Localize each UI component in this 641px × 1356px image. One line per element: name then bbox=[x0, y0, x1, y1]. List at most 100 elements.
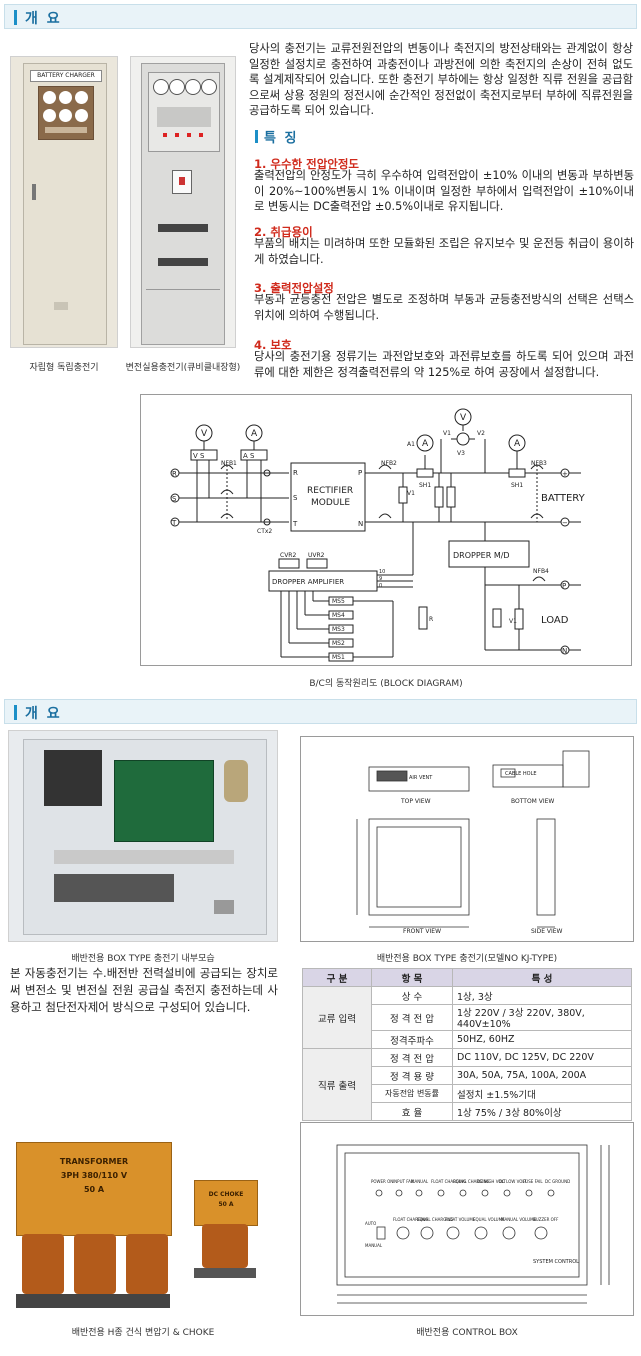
spec-row: 직류 출력 정 격 전 압 DC 110V, DC 125V, DC 220V bbox=[302, 1048, 632, 1121]
dg-v2: V2 bbox=[477, 430, 485, 437]
spec-item: 상 수 bbox=[371, 986, 453, 1005]
dg-a: A bbox=[251, 429, 258, 439]
feature-1-title: 1. 우수한 전압안정도 bbox=[254, 157, 360, 171]
dg-plus: + bbox=[562, 470, 568, 478]
dg-v1b: V1 bbox=[443, 430, 451, 437]
transformer-caption: 배반전용 H종 건식 변압기 & CHOKE bbox=[71, 1328, 215, 1338]
mounting-plate bbox=[23, 739, 267, 935]
choke-base bbox=[194, 1268, 256, 1278]
spec-item: 자동전압 변동률 bbox=[371, 1084, 453, 1103]
control-pcb bbox=[114, 760, 214, 842]
dg-minus: − bbox=[562, 519, 568, 527]
spec-value: 1상 220V / 3상 220V, 380V, 440V±10% bbox=[452, 1004, 632, 1031]
dg-a1: A1 bbox=[407, 441, 415, 448]
spec-row: 교류 입력 상 수 1상, 3상 bbox=[302, 986, 632, 1049]
cb-top-0: POWER ON bbox=[371, 1179, 393, 1184]
dg-a1-icon: A bbox=[422, 439, 429, 449]
terminal-block bbox=[54, 874, 174, 902]
box-type-drawing: AIR VENT TOP VIEW CABLE HOLE BOTTOM VIEW… bbox=[300, 736, 634, 942]
cb-btn-5: BUZZER OFF bbox=[533, 1217, 559, 1222]
spec-header-row: 구 분 항 목 특 성 bbox=[302, 968, 632, 987]
dg-v3-icon: V bbox=[460, 413, 467, 423]
dg-ms5: MS5 bbox=[332, 598, 345, 605]
box-photo-caption: 배반전용 BOX TYPE 충전기 내부모습 bbox=[71, 954, 215, 964]
dg-uvr2: UVR2 bbox=[308, 552, 325, 559]
cb-mode-auto: AUTO bbox=[365, 1221, 376, 1226]
spec-value: 30A, 50A, 75A, 100A, 200A bbox=[452, 1066, 632, 1085]
dg-ms3: MS3 bbox=[332, 626, 345, 633]
header-accent-bar bbox=[14, 705, 17, 720]
dg-v: V bbox=[201, 429, 208, 439]
spec-header-item: 항 목 bbox=[371, 968, 453, 987]
cb-mode-manual: MANUAL bbox=[365, 1243, 383, 1248]
feature-3-text: 부동과 균등충전 전압은 별도로 조정하며 부동과 균등충전방식의 선택은 선택… bbox=[254, 293, 634, 322]
dg-t0: 0 bbox=[379, 583, 382, 589]
box-type-description: 본 자동충전기는 수.배전반 전력설비에 공급되는 장치로써 변전소 및 변전실… bbox=[10, 966, 278, 1014]
cubicle-body bbox=[141, 63, 225, 345]
cb-top-8: DC GROUND bbox=[545, 1179, 570, 1184]
choke-label-2: 50 A bbox=[218, 1201, 234, 1208]
transformer-label-3: 50 A bbox=[83, 1185, 105, 1194]
cb-btn-1: EQUAL CHARGING bbox=[417, 1217, 454, 1222]
spec-item: 정 격 전 압 bbox=[371, 1048, 453, 1067]
dg-sh1b: SH1 bbox=[511, 482, 523, 489]
feature-1-text: 출력전압의 안정도가 극히 우수하여 입력전압이 ±10% 이내의 변동과 부하… bbox=[254, 169, 634, 214]
feature-4-title: 4. 보호 bbox=[254, 338, 292, 352]
block-diagram: V A V S A S NFB1 CTx2 R S T R S T P N RE… bbox=[140, 394, 632, 666]
cb-top-6: DC LOW VOLT bbox=[499, 1179, 527, 1184]
transformer-label-2: 3PH 380/110 V bbox=[60, 1171, 128, 1180]
breaker-row-2 bbox=[158, 258, 208, 266]
dg-battery: BATTERY bbox=[541, 493, 586, 504]
dg-p2: P bbox=[562, 582, 566, 590]
cabinet-body: BATTERY CHARGER bbox=[23, 63, 107, 345]
cubicle-charger-photo bbox=[130, 56, 236, 348]
spec-item: 정 격 전 압 bbox=[371, 1004, 453, 1031]
cb-top-5: DC HIGH VOLT bbox=[477, 1179, 506, 1184]
drawing-caption: 배반전용 BOX TYPE 충전기(모델NO KJ-TYPE) bbox=[376, 954, 558, 964]
dg-vs: V S bbox=[193, 452, 205, 460]
dr-bottom-view: BOTTOM VIEW bbox=[511, 798, 554, 805]
header-accent-bar bbox=[14, 10, 17, 25]
control-box-caption: 배반전용 CONTROL BOX bbox=[416, 1328, 518, 1338]
dr-cable-hole: CABLE HOLE bbox=[505, 771, 537, 777]
cabinet-handle bbox=[32, 184, 36, 200]
dg-t: T bbox=[171, 519, 177, 527]
dg-rectifier-1: RECTIFIER bbox=[307, 486, 353, 496]
choke-coil bbox=[202, 1224, 248, 1268]
standalone-charger-photo: BATTERY CHARGER bbox=[10, 56, 118, 348]
meter-panel bbox=[38, 86, 94, 140]
dg-ctx: CTx2 bbox=[257, 528, 272, 535]
cb-system-control: SYSTEM CONTROL bbox=[533, 1259, 579, 1265]
choke-body: DC CHOKE 50 A bbox=[194, 1180, 258, 1226]
dg-v3: V3 bbox=[457, 450, 465, 457]
section-header-title: 개 요 bbox=[25, 11, 62, 27]
dg-sh1: SH1 bbox=[419, 482, 431, 489]
spec-value: DC 110V, DC 125V, DC 220V bbox=[452, 1048, 632, 1067]
spec-item: 정격주파수 bbox=[371, 1030, 453, 1049]
spec-row: 정 격 전 압 1상 220V / 3상 220V, 380V, 440V±10… bbox=[303, 1004, 632, 1031]
section2-header-title: 개 요 bbox=[25, 706, 62, 722]
dr-air-vent: AIR VENT bbox=[409, 775, 433, 781]
dg-v1: V1 bbox=[407, 490, 415, 497]
dg-res: R bbox=[429, 616, 433, 623]
transformer-label-1: TRANSFORMER bbox=[59, 1157, 129, 1166]
box-type-interior-photo bbox=[8, 730, 278, 942]
feature-2-text: 부품의 배치는 미려하며 또한 모듈화된 조립은 유지보수 및 운전등 취급이 … bbox=[254, 237, 634, 266]
diagram-caption: B/C의 동작원리도 (BLOCK DIAGRAM) bbox=[309, 679, 463, 689]
dg-r: R bbox=[172, 470, 177, 478]
features-header-title: 특 징 bbox=[264, 131, 299, 146]
dg-as: A S bbox=[243, 452, 255, 460]
cb-top-7: FUSE FAIL bbox=[523, 1179, 543, 1184]
dg-dropper-md: DROPPER M/D bbox=[453, 551, 510, 560]
cubicle-meter-panel bbox=[148, 72, 220, 152]
cb-top-3: FLOAT CHARGING bbox=[431, 1179, 466, 1184]
dg-ms1: MS1 bbox=[332, 654, 345, 661]
dg-cvr2: CVR2 bbox=[280, 552, 296, 559]
cb-btn-4: MANUAL VOLUME bbox=[501, 1217, 537, 1222]
spec-row: 정격주파수 50HZ, 60HZ bbox=[303, 1030, 632, 1049]
cb-btn-3: EQUAL VOLUME bbox=[473, 1217, 505, 1222]
transformer-coil-3 bbox=[126, 1234, 168, 1294]
dg-s: S bbox=[172, 495, 177, 503]
section-header-overview: 개 요 bbox=[4, 4, 637, 29]
control-box-drawing: POWER ON INPUT FAIL MANUAL FLOAT CHARGIN… bbox=[300, 1122, 634, 1316]
